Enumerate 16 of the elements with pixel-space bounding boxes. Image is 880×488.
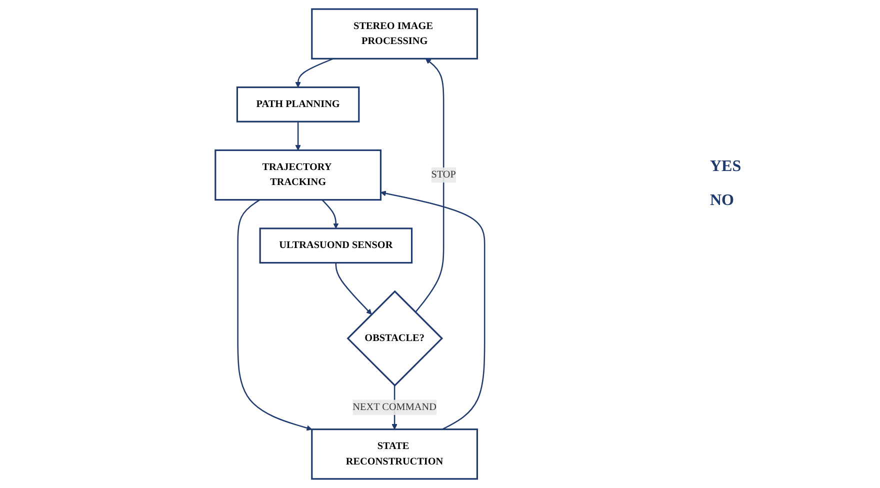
arrow [295, 58, 334, 88]
node-box: TRAJECTORY TRACKING [214, 149, 382, 201]
node-diamond: OBSTACLE? [346, 290, 444, 387]
branch-label: YES [710, 158, 742, 176]
arrow [322, 199, 339, 229]
node-box: STATE RECONSTRUCTION [311, 428, 478, 480]
node-box: PATH PLANNING [236, 86, 360, 122]
arrow [414, 58, 444, 313]
node-box: ULTRASUOND SENSOR [259, 228, 413, 264]
arrow [295, 122, 301, 150]
edge-label: NEXT COMMAND [352, 402, 436, 412]
branch-label: NO [710, 192, 734, 210]
arrow [335, 262, 372, 315]
node-box: STEREO IMAGE PROCESSING [311, 8, 478, 60]
edge-label: STOP [431, 169, 456, 180]
arrow [237, 199, 312, 431]
